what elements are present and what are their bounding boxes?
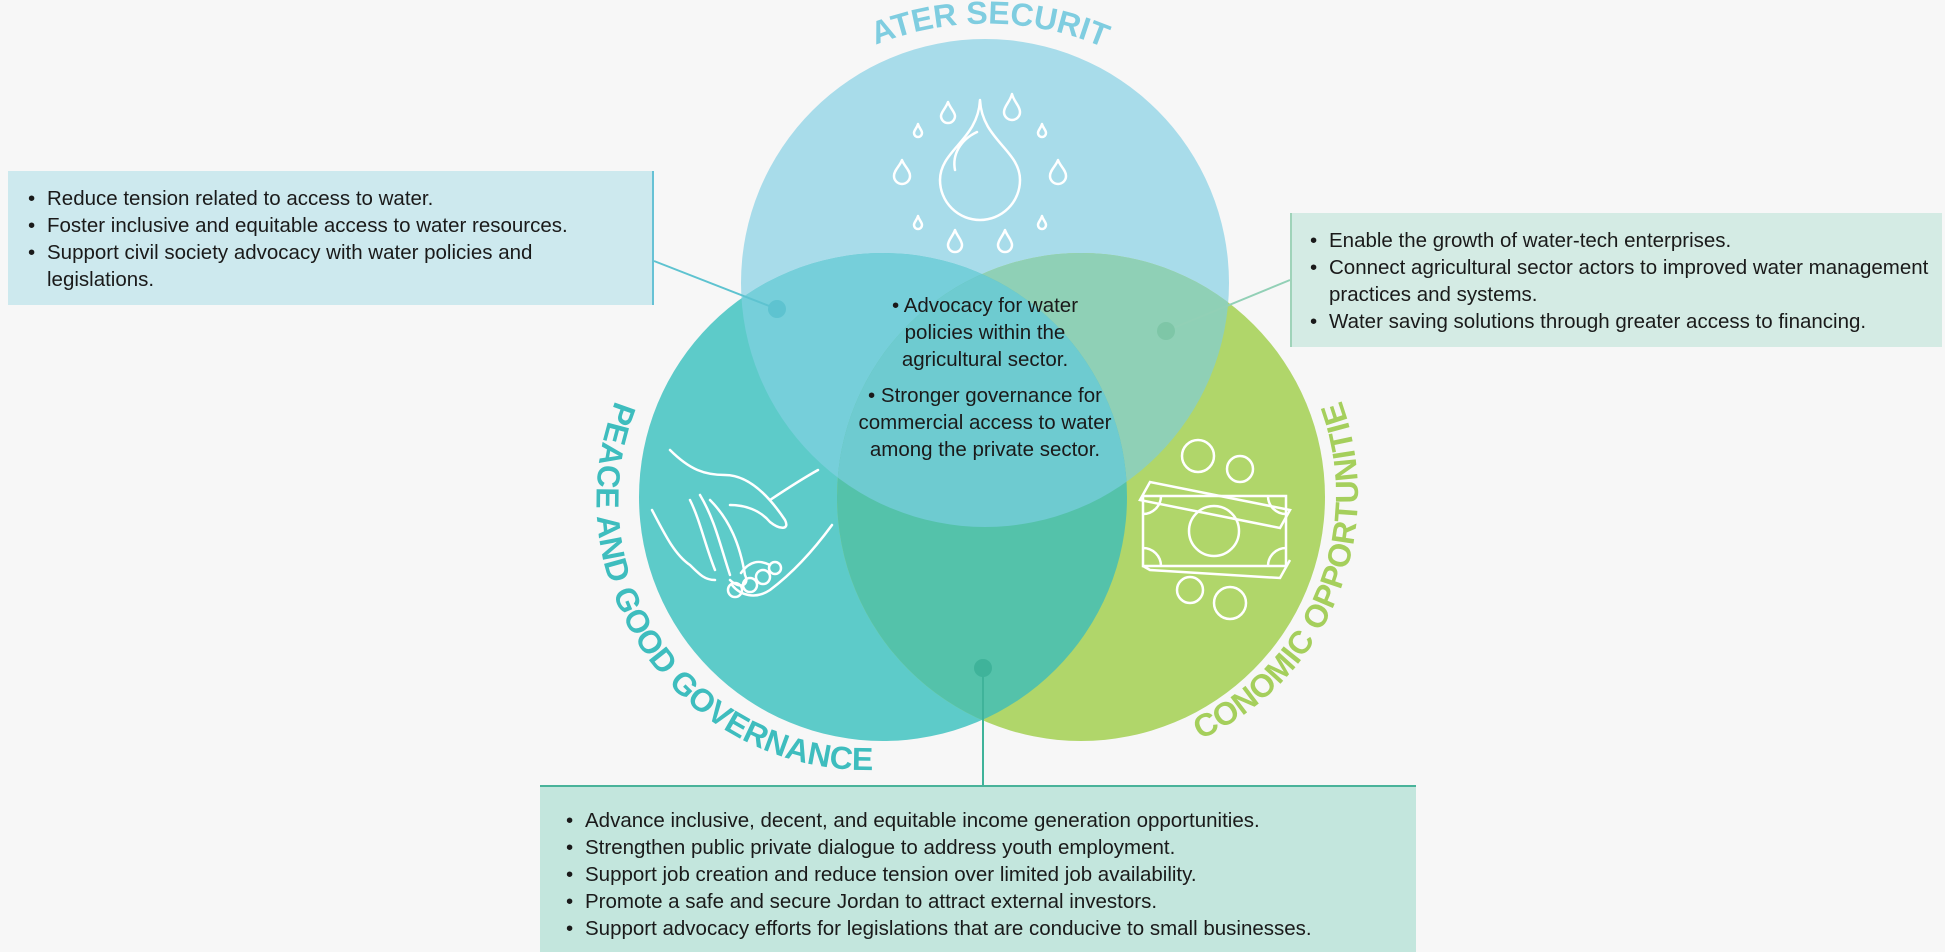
center-point: • Advocacy for water policies within the… [891, 294, 1079, 371]
list-item: Advance inclusive, decent, and equitable… [554, 807, 1410, 834]
callout-dot-peace-economic [974, 659, 992, 677]
list-item: Water saving solutions through greater a… [1298, 308, 1936, 335]
list-item: Promote a safe and secure Jordan to attr… [554, 888, 1410, 915]
list-item: Enable the growth of water-tech enterpri… [1298, 227, 1936, 254]
list-item: Reduce tension related to access to wate… [16, 185, 642, 212]
list-item: Foster inclusive and equitable access to… [16, 212, 642, 239]
callout-water-economic: Enable the growth of water-tech enterpri… [1290, 213, 1942, 347]
list-item: Support advocacy efforts for legislation… [554, 915, 1410, 942]
center-point: • Stronger governance for commercial acc… [858, 384, 1112, 461]
overlap-center [837, 253, 1127, 527]
water-drops-icon [892, 92, 1068, 254]
callout-peace-economic: Advance inclusive, decent, and equitable… [540, 785, 1416, 952]
list-item: Support job creation and reduce tension … [554, 861, 1410, 888]
callout-water-peace: Reduce tension related to access to wate… [8, 171, 654, 305]
list-item: Connect agricultural sector actors to im… [1298, 254, 1936, 308]
center-overlap-text: • Advocacy for water policies within the… [855, 292, 1115, 472]
callout-dot-water-economic [1157, 322, 1175, 340]
holding-hands-icon [650, 448, 834, 599]
list-item: Support civil society advocacy with wate… [16, 239, 642, 293]
callout-dot-water-peace [768, 300, 786, 318]
list-item: Strengthen public private dialogue to ad… [554, 834, 1410, 861]
callout-connectors [653, 260, 1291, 786]
money-coins-icon [1138, 438, 1292, 621]
